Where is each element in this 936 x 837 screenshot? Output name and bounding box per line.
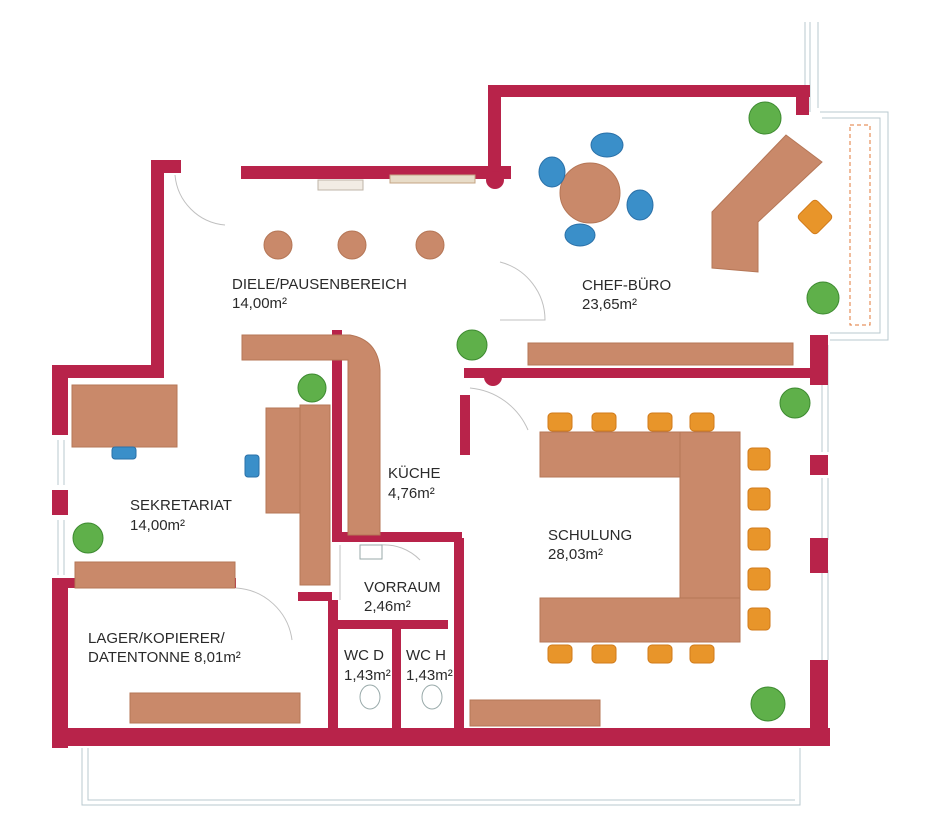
room-label-diele-name: DIELE/PAUSENBEREICH — [232, 276, 407, 293]
chairs — [111, 132, 833, 664]
room-label-chef-area: 23,65m² — [582, 296, 637, 313]
wc-fixtures — [359, 544, 443, 710]
room-label-schulung-area: 28,03m² — [548, 546, 603, 563]
room-label-lager-line1: LAGER/KOPIERER/ — [88, 630, 226, 647]
walls — [52, 85, 830, 748]
room-label-sekretariat-name: SEKRETARIAT — [130, 497, 232, 514]
room-label-diele-area: 14,00m² — [232, 295, 287, 312]
room-label-wcd-name: WC D — [344, 647, 384, 664]
room-label-wch-area: 1,43m² — [406, 667, 453, 684]
balcony-lines — [57, 22, 889, 806]
room-label-chef-name: CHEF-BÜRO — [582, 276, 671, 294]
room-label-wch-name: WC H — [406, 647, 446, 664]
room-label-vorraum-area: 2,46m² — [364, 598, 411, 615]
plants — [72, 101, 840, 722]
room-label-sekretariat-area: 14,00m² — [130, 517, 185, 534]
room-label-schulung-name: SCHULUNG — [548, 527, 632, 544]
room-label-wcd-area: 1,43m² — [344, 667, 391, 684]
doors — [174, 174, 546, 641]
furniture — [71, 124, 871, 727]
room-label-kueche-area: 4,76m² — [388, 485, 435, 502]
room-label-lager-line2: DATENTONNE 8,01m² — [88, 649, 241, 666]
room-label-vorraum-name: VORRAUM — [364, 579, 441, 596]
room-label-kueche-name: KÜCHE — [388, 464, 441, 482]
